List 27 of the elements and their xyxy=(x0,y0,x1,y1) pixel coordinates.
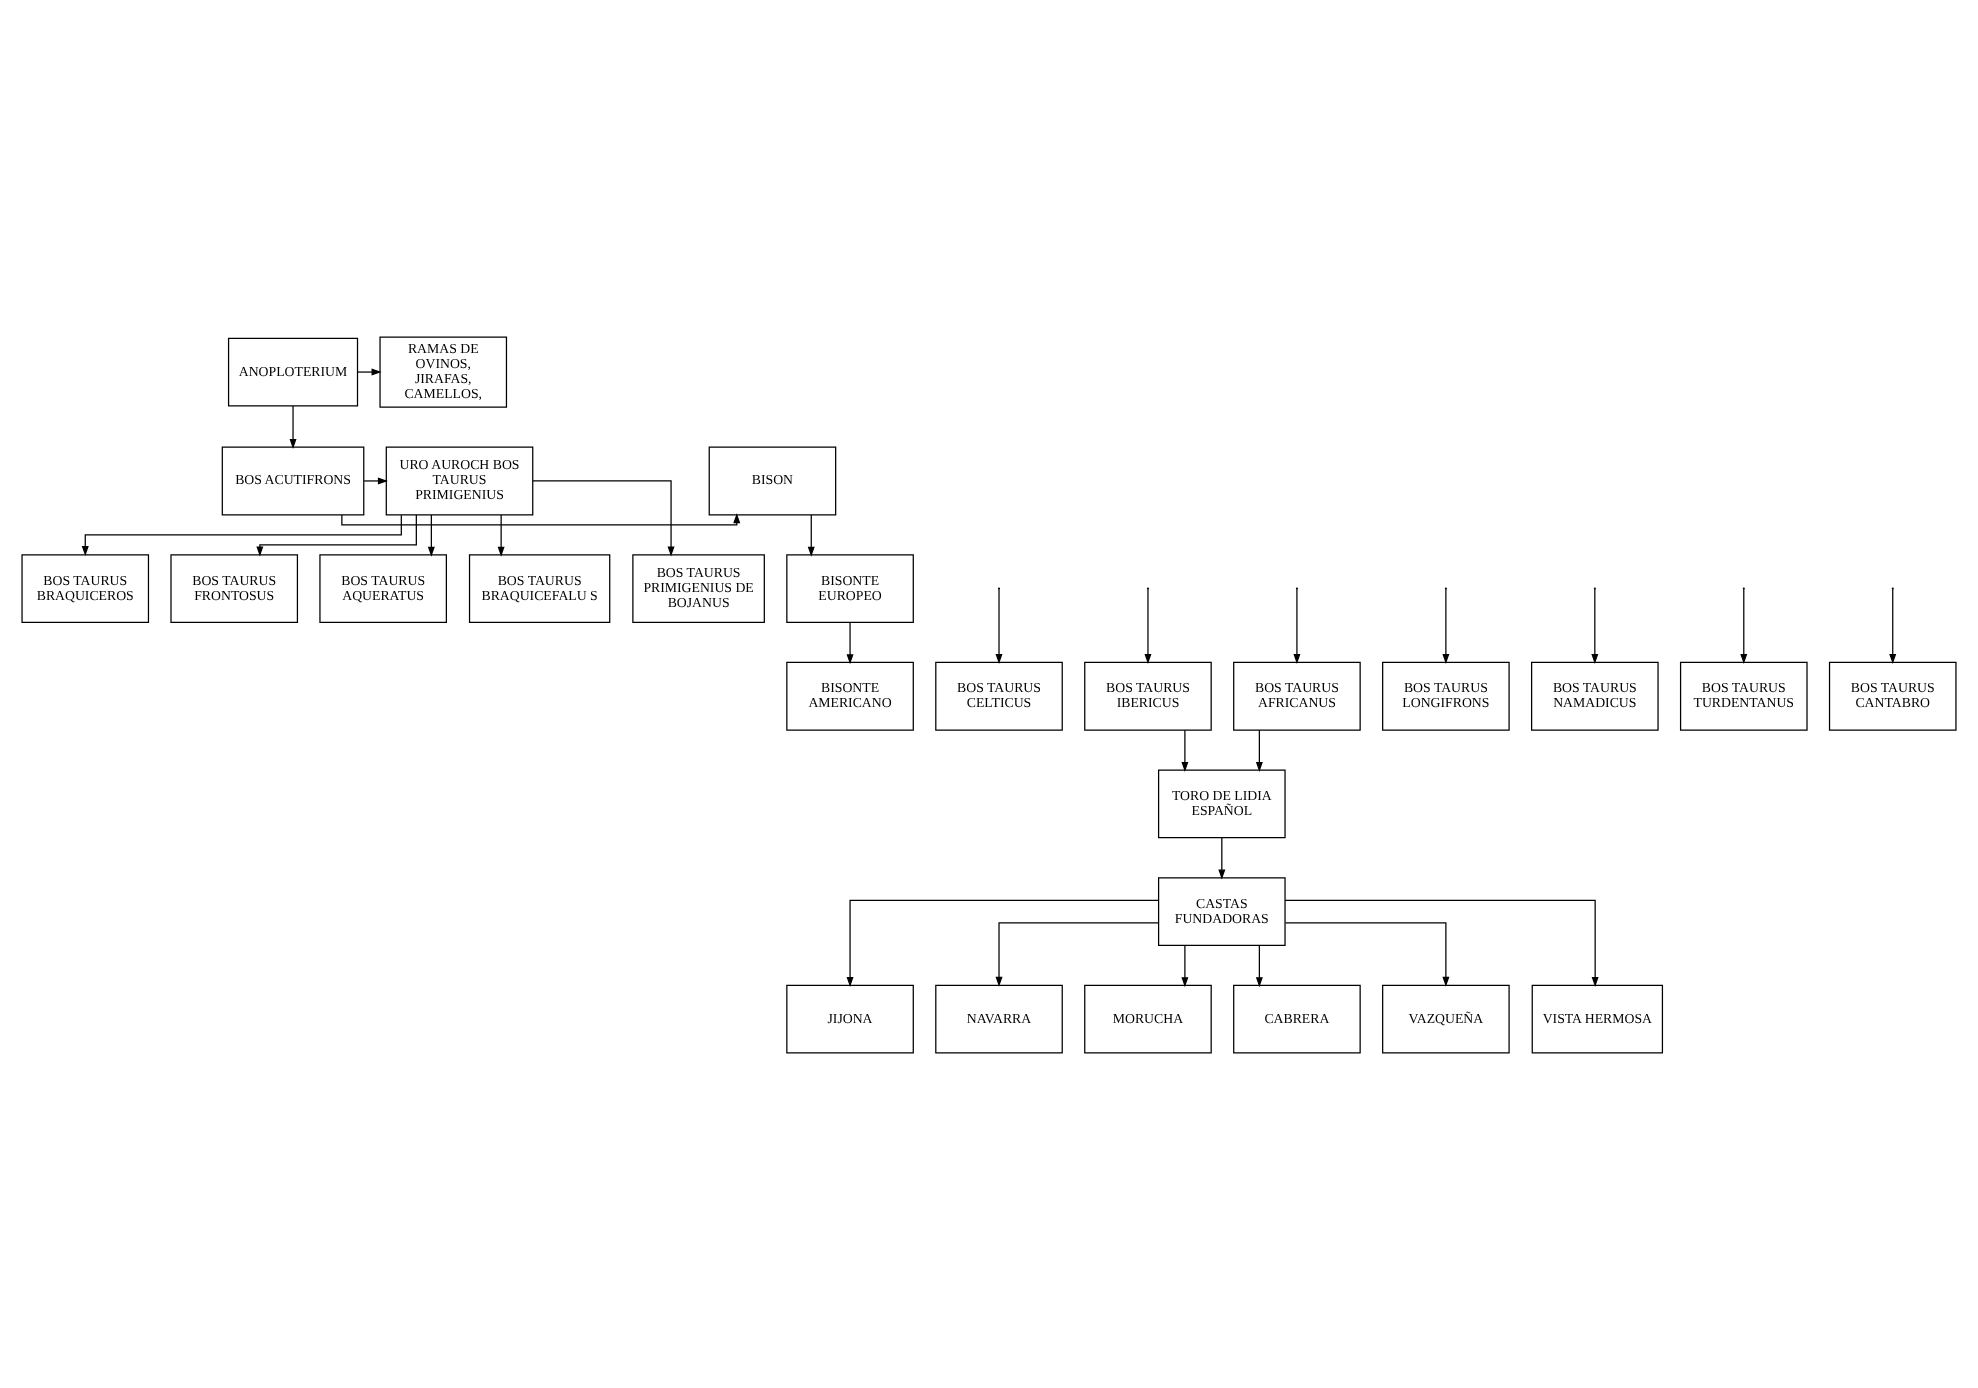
arrow xyxy=(846,621,854,664)
arrow xyxy=(1740,587,1748,663)
arrow xyxy=(995,587,1003,663)
arrow xyxy=(256,513,417,556)
arrow xyxy=(532,479,675,556)
arrow xyxy=(1255,728,1263,771)
arrow xyxy=(807,513,815,556)
arrow xyxy=(363,476,388,484)
arrow xyxy=(1442,587,1450,663)
arrow xyxy=(1591,587,1599,663)
arrow xyxy=(846,898,1159,986)
arrow xyxy=(341,512,741,525)
arrow xyxy=(1218,836,1226,879)
arrow xyxy=(81,513,402,556)
arrow xyxy=(1255,944,1263,987)
arrow xyxy=(1293,587,1301,663)
arrow xyxy=(1284,921,1450,986)
arrow xyxy=(1181,728,1189,771)
arrow xyxy=(995,921,1160,986)
arrow xyxy=(427,513,435,556)
arrow xyxy=(1889,587,1897,663)
arrow xyxy=(289,404,297,448)
arrow xyxy=(1181,944,1189,987)
arrow xyxy=(357,367,382,375)
arrow xyxy=(497,513,505,556)
arrow xyxy=(1284,898,1599,986)
arrow xyxy=(1144,587,1152,663)
